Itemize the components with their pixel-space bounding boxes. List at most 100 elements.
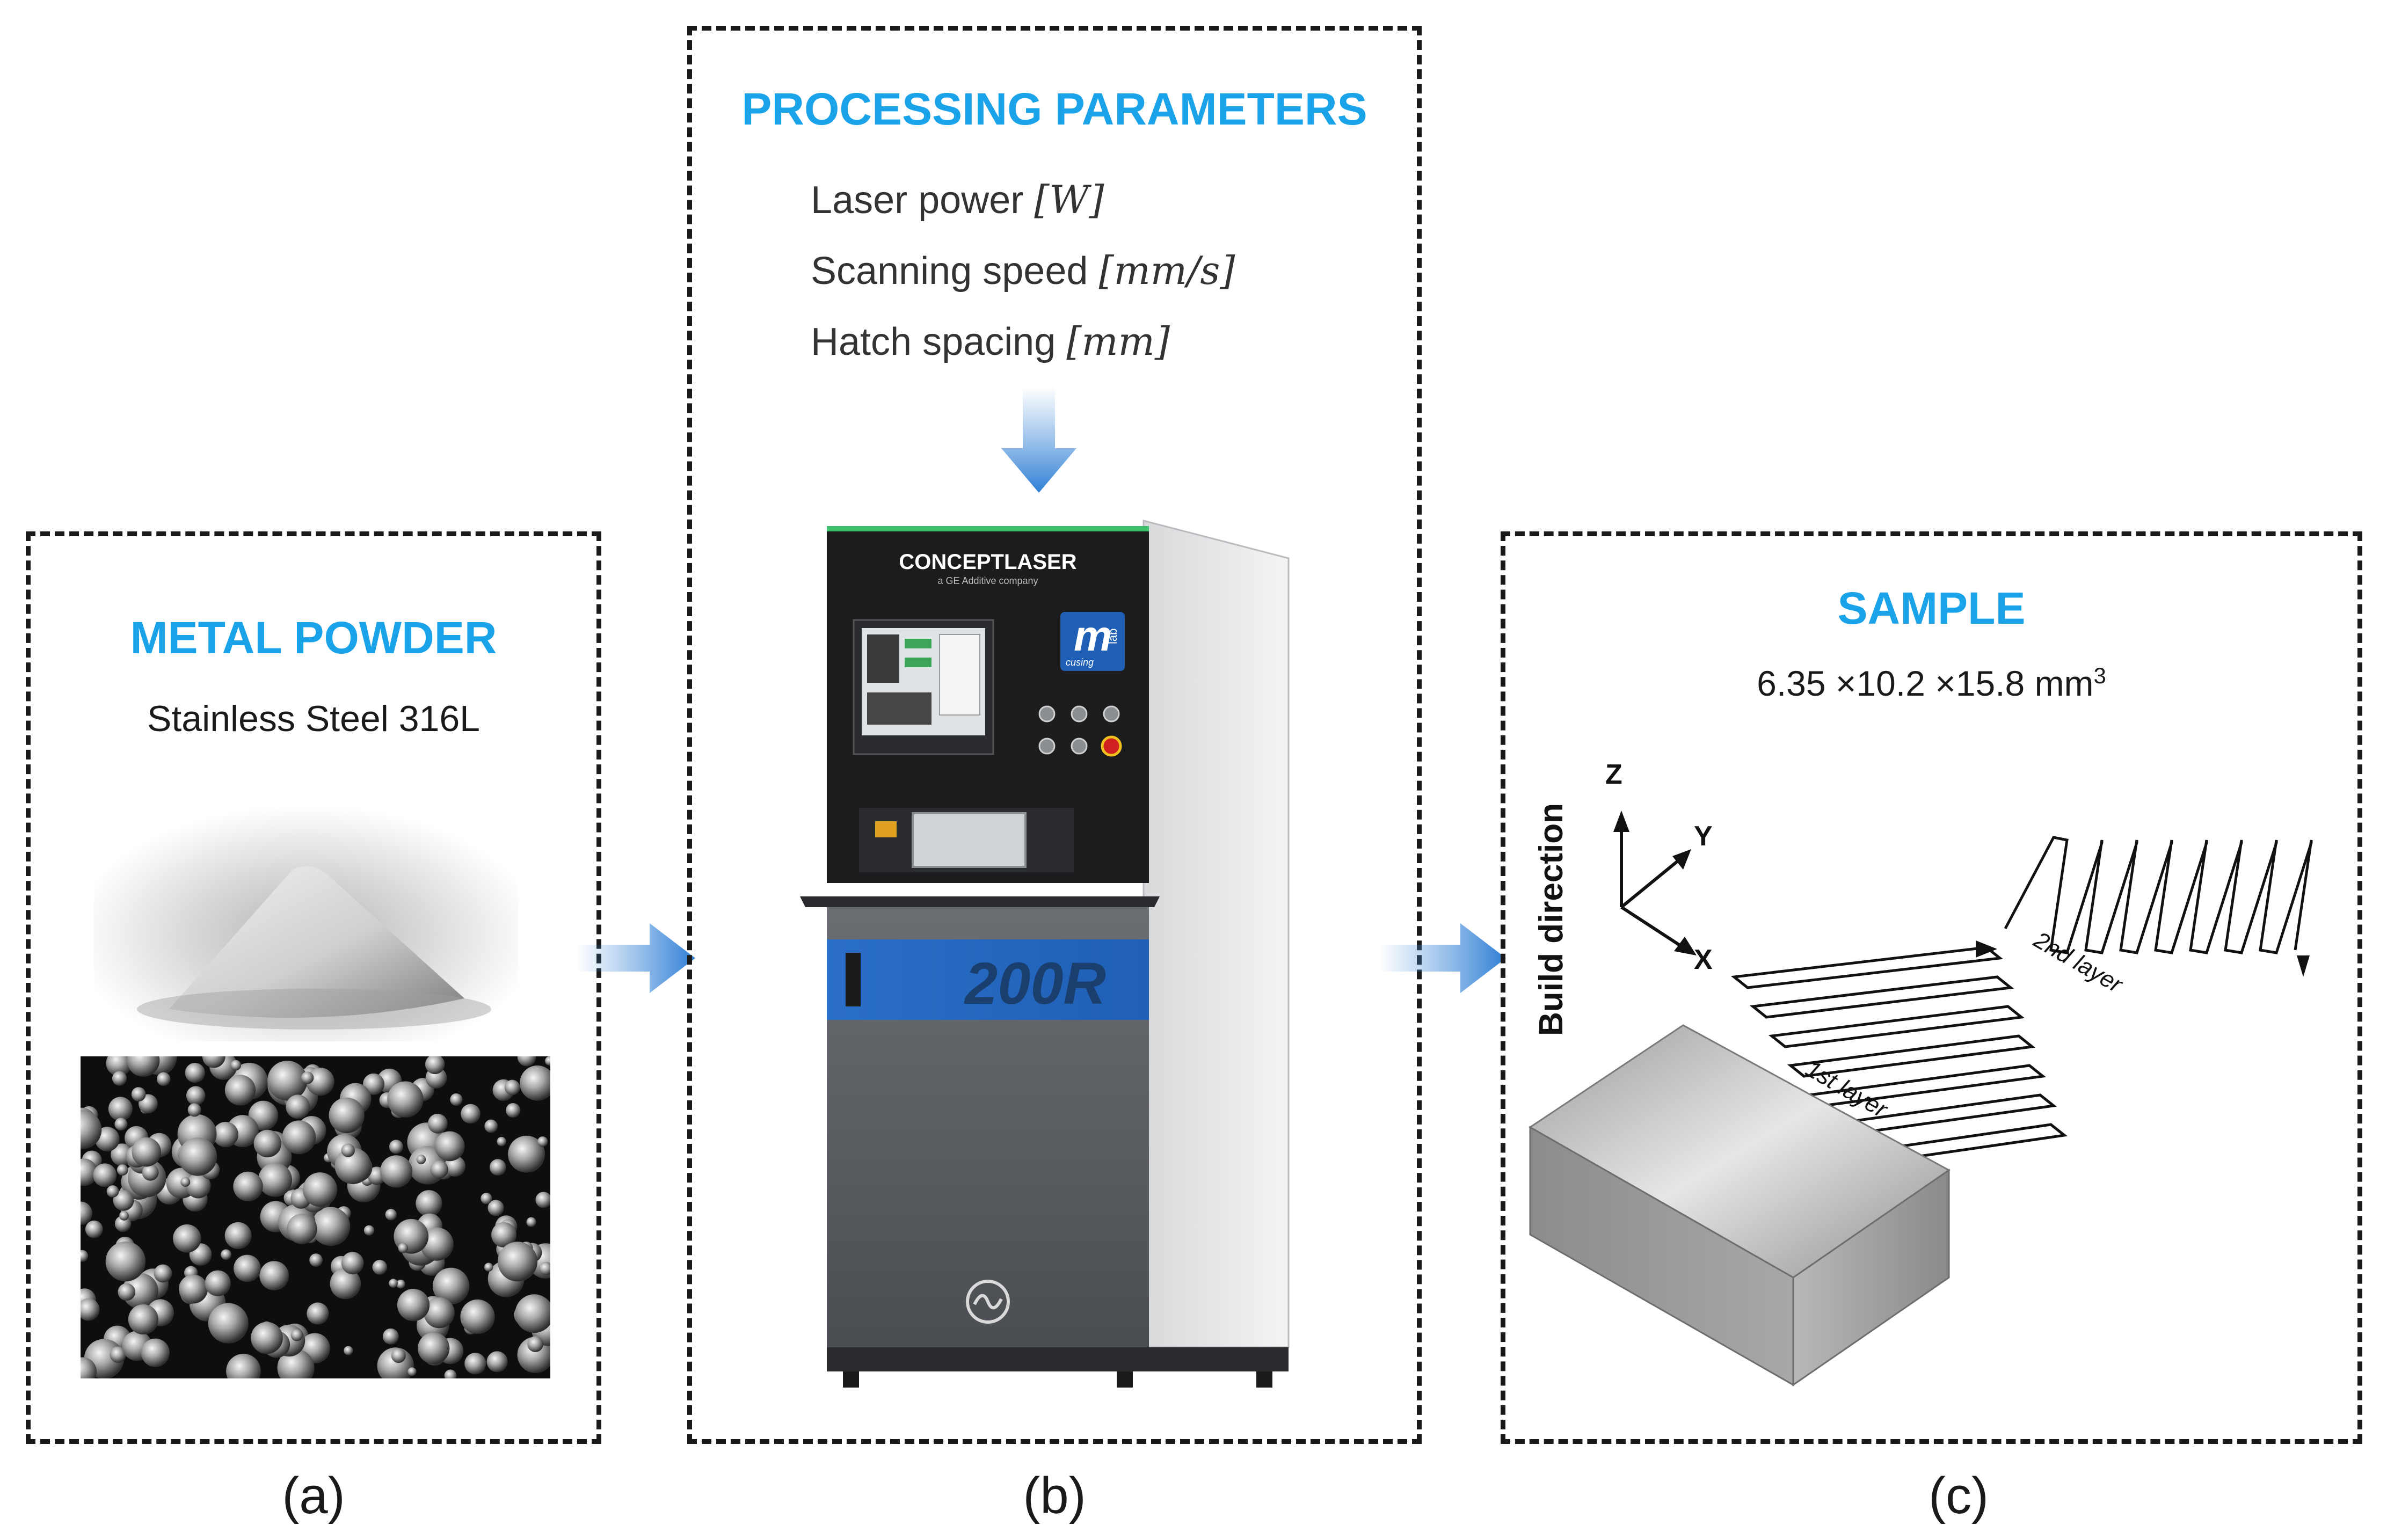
powder-particle	[93, 1163, 117, 1187]
powder-particle	[290, 1329, 303, 1341]
powder-particle	[119, 1211, 129, 1221]
powder-particle	[487, 1200, 504, 1216]
powder-particle	[208, 1303, 249, 1344]
machine-model: 200R	[964, 951, 1106, 1017]
powder-particle	[427, 1113, 448, 1134]
build-direction-label: Build direction	[1533, 803, 1570, 1036]
powder-particle	[363, 1225, 375, 1236]
powder-particle	[234, 1254, 261, 1282]
powder-particle	[309, 1253, 323, 1267]
sem-particles-image	[81, 1056, 550, 1378]
sample-diagram: Build direction Z Y X 1st layer 2nd laye…	[1529, 759, 2313, 1386]
machine-brand: CONCEPTLASER	[899, 550, 1076, 574]
powder-particle	[535, 1192, 550, 1208]
powder-particle	[105, 1241, 146, 1282]
powder-particle	[154, 1264, 172, 1283]
powder-particle	[396, 1279, 405, 1289]
powder-particle	[81, 1110, 102, 1149]
powder-particle	[506, 1103, 521, 1118]
powder-particle	[186, 1173, 211, 1199]
powder-particle	[224, 1222, 252, 1249]
powder-particle	[461, 1104, 481, 1124]
powder-particle	[106, 1056, 132, 1076]
powder-particle	[81, 1201, 92, 1225]
powder-particle	[117, 1164, 128, 1176]
powder-particle	[344, 1346, 353, 1355]
panel-c-dimensions: 6.35 ×10.2 ×15.8 mm3	[1501, 663, 2362, 704]
panel-c-caption: (c)	[1928, 1467, 1989, 1524]
param-row-hatch-spacing: Hatch spacing [mm]	[811, 319, 1170, 364]
powder-particle	[527, 1336, 543, 1352]
powder-particle	[486, 1351, 508, 1373]
panel-b-frame	[687, 26, 1422, 1444]
hatch-strip-layer1	[1787, 1034, 2036, 1078]
powder-particle	[508, 1135, 545, 1173]
powder-particle	[118, 1283, 136, 1301]
powder-particle	[430, 1160, 448, 1179]
machine-logo-m: m	[1074, 612, 1112, 660]
powder-particle	[112, 1071, 127, 1086]
powder-particle	[128, 1304, 158, 1335]
powder-particle	[233, 1171, 263, 1201]
powder-particle	[387, 1081, 424, 1118]
arrow-down-to-machine	[1001, 386, 1076, 493]
powder-particle	[311, 1207, 351, 1246]
powder-particle	[205, 1270, 231, 1296]
powder-particle	[258, 1163, 293, 1197]
powder-particle	[526, 1217, 536, 1227]
param-unit: [mm]	[1066, 319, 1170, 364]
param-unit: [W]	[1034, 177, 1104, 222]
powder-particle	[389, 1279, 398, 1288]
powder-particle	[173, 1224, 201, 1253]
powder-particle	[108, 1097, 133, 1121]
powder-particle	[253, 1129, 281, 1158]
powder-particle	[380, 1155, 413, 1188]
powder-particle	[382, 1328, 399, 1345]
powder-particle	[131, 1087, 146, 1101]
hatch-strip-layer1	[1768, 1005, 2025, 1048]
powder-particle	[416, 1190, 442, 1217]
powder-particle	[282, 1120, 316, 1155]
powder-particle	[85, 1220, 103, 1238]
powder-particle	[489, 1159, 506, 1176]
powder-particle	[460, 1299, 495, 1334]
powder-particle	[141, 1338, 170, 1367]
hatch-strip-layer1	[1730, 946, 2004, 989]
powder-particle	[81, 1250, 89, 1262]
powder-particle	[515, 1294, 550, 1333]
powder-particle	[537, 1136, 548, 1147]
powder-particle	[389, 1140, 404, 1154]
param-name: Scanning speed	[811, 250, 1088, 293]
powder-particle	[341, 1252, 364, 1274]
powder-particle	[418, 1332, 450, 1364]
powder-particle	[432, 1267, 470, 1305]
machine-logo-cusing: cusing	[1066, 657, 1094, 668]
powder-particle	[301, 1071, 314, 1084]
arrow-a-to-b	[577, 923, 695, 993]
powder-particle	[341, 1143, 355, 1157]
machine-logo-lab: lab	[1106, 629, 1119, 644]
hatch-zigzag-layer2	[2004, 836, 2313, 954]
powder-particle	[397, 1289, 430, 1322]
panel-c-heading: SAMPLE	[1837, 583, 2026, 633]
powder-particle	[303, 1172, 338, 1207]
axis-x-label: X	[1694, 944, 1713, 975]
powder-particle	[221, 1249, 231, 1260]
layer1-arrowhead	[1976, 940, 1997, 958]
powder-particle	[202, 1056, 225, 1068]
layer2-label: 2nd layer	[2029, 926, 2128, 999]
powder-particle	[407, 1367, 417, 1376]
powder-particle	[362, 1073, 385, 1095]
powder-particle	[187, 1103, 201, 1117]
powder-particle	[267, 1061, 308, 1101]
powder-particle	[385, 1209, 397, 1221]
powder-particle	[334, 1148, 372, 1184]
powder-particle	[186, 1086, 206, 1105]
panel-a-heading: METAL POWDER	[130, 612, 497, 663]
powder-particle	[110, 1346, 126, 1363]
powder-particle	[424, 1297, 455, 1329]
arrow-b-to-c	[1380, 923, 1506, 993]
powder-particle	[416, 1155, 426, 1164]
powder-particle	[330, 1268, 361, 1300]
dimensions-exponent: 3	[2093, 663, 2106, 688]
